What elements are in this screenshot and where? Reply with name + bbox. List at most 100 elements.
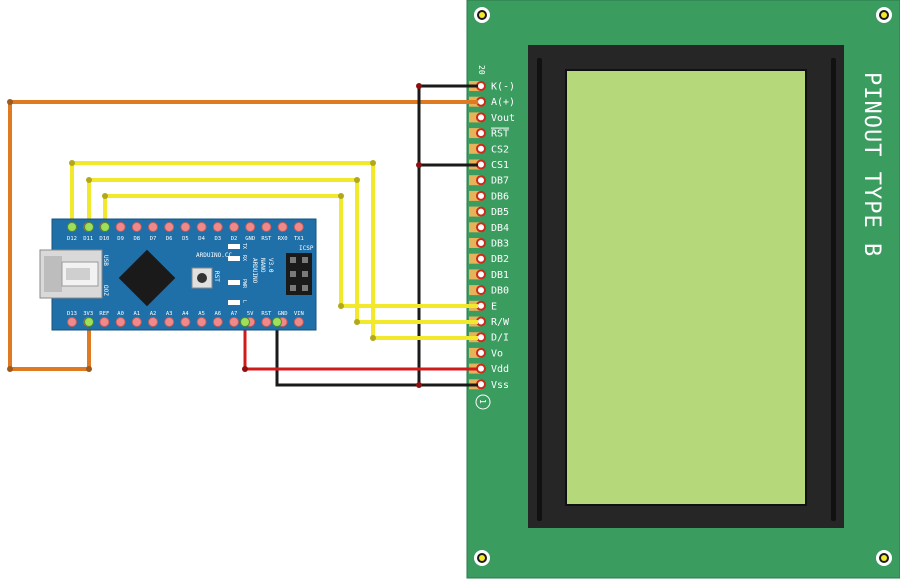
- arduino-pin: RST: [261, 222, 272, 242]
- lcd-screen: [565, 69, 807, 506]
- lcd-pin-hole: [476, 206, 486, 217]
- icsp-header: [286, 253, 312, 295]
- lcd-pin-label: D/I: [491, 333, 509, 344]
- lcd-pin: DB6: [469, 190, 509, 202]
- lcd-pin-label: R/W: [491, 317, 510, 328]
- arduino-pin-hole: [164, 317, 175, 327]
- arduino-pin: RX0: [277, 222, 288, 242]
- arduino-pin: D2: [229, 222, 239, 242]
- lcd-pin-label: CS1: [491, 160, 509, 171]
- lcd-pin-label: Vdd: [491, 364, 509, 375]
- arduino-pin: GND: [245, 222, 256, 242]
- lcd-pin-label: K(-): [491, 82, 515, 93]
- version-label: V3.0: [267, 258, 274, 273]
- lcd-pin-hole: [476, 332, 486, 343]
- model-label: ARDUINO: [251, 258, 258, 284]
- lcd-pin-pad: [469, 206, 481, 217]
- arduino-pin-hole: [148, 317, 158, 327]
- lcd-pin-pad: [469, 190, 481, 201]
- usb-label: USB: [102, 255, 109, 266]
- arduino-pin-label: D7: [150, 236, 157, 242]
- arduino-pin-hole: [229, 222, 239, 232]
- mounting-hole-icon: [876, 7, 892, 23]
- lcd-pin-label: Vout: [491, 113, 515, 124]
- lcd-pin-hole: [476, 238, 486, 248]
- arduino-pin: D3: [212, 222, 223, 242]
- lcd-pin-pad: [469, 269, 481, 280]
- lcd-pin-hole: [476, 269, 486, 280]
- mounting-hole-icon: [876, 550, 892, 566]
- arduino-pin-label: 3V3: [83, 311, 93, 317]
- arduino-pin-hole: [261, 222, 272, 232]
- lcd-pin: DB0: [469, 285, 509, 297]
- arduino-pin: A1: [131, 311, 142, 327]
- arduino-pin-hole: [196, 222, 207, 232]
- arduino-pin: D4: [196, 222, 207, 242]
- lcd-pin-label: DB0: [491, 286, 509, 297]
- lcd-pin: DB4: [469, 222, 509, 234]
- lcd-pin-pad: [469, 222, 481, 233]
- arduino-pin-label: D6: [166, 236, 173, 242]
- connected-pin-marker: [100, 222, 110, 232]
- lcd-pin-label: E: [491, 301, 497, 312]
- lcd-pin: CS2: [469, 143, 509, 155]
- name-label: NANO: [259, 258, 266, 273]
- arduino-pin: D9: [115, 222, 126, 242]
- arduino-pin-label: A3: [166, 311, 173, 317]
- lcd-pin-label: DB7: [491, 176, 509, 187]
- lcd-pin-hole: [476, 316, 486, 327]
- arduino-pin-hole: [180, 317, 191, 327]
- rst-label: RST: [213, 271, 220, 282]
- arduino-pin-hole: [261, 317, 272, 327]
- arduino-pin-hole: [245, 222, 256, 232]
- arduino-pin-hole: [180, 222, 191, 232]
- arduino-pin-hole: [293, 222, 304, 232]
- connected-pin-marker: [84, 317, 94, 327]
- status-leds: [228, 244, 240, 305]
- lcd-pin-pad: [469, 128, 481, 139]
- led-label-pwr: PWR: [241, 279, 247, 289]
- lcd-pin: Vo: [469, 347, 503, 359]
- lcd-pin-hole: [476, 112, 486, 123]
- arduino-pin: RST: [261, 311, 272, 327]
- lcd-pin-pad: [469, 175, 481, 186]
- arduino-pin-label: GND: [278, 311, 288, 317]
- arduino-pin-hole: [148, 222, 158, 232]
- connected-pin-marker: [240, 317, 250, 327]
- arduino-pin-label: A6: [214, 311, 221, 317]
- arduino-pin: A4: [180, 311, 191, 327]
- mounting-hole-icon: [474, 550, 490, 566]
- arduino-pin-hole: [196, 317, 207, 327]
- pin-1-marker: [475, 394, 491, 410]
- arduino-pin: REF: [99, 311, 110, 327]
- lcd-pin-hole: [476, 253, 486, 264]
- arduino-pin-label: D10: [99, 236, 109, 242]
- arduino-pin-label: RST: [261, 236, 272, 242]
- arduino-pin-hole: [115, 317, 126, 327]
- wires: [7, 83, 478, 388]
- lcd-pin: DB1: [469, 269, 509, 281]
- connected-pin-marker: [272, 317, 282, 327]
- arduino-pin-label: 5V: [247, 311, 254, 317]
- arduino-pin: TX1: [293, 222, 304, 242]
- arduino-pin-label: GND: [245, 236, 255, 242]
- lcd-pin-hole: [476, 379, 486, 390]
- lcd-pin-pad: [469, 143, 481, 154]
- lcd-pin-hole: [476, 363, 486, 374]
- arduino-pin-label: RX0: [278, 236, 288, 242]
- lcd-pin-hole: [476, 300, 486, 311]
- arduino-pin: A0: [115, 311, 126, 327]
- arduino-pin-label: A2: [150, 311, 157, 317]
- lcd-title: PINOUT TYPE B: [859, 72, 884, 257]
- lcd-pin: RST: [469, 128, 509, 140]
- lcd-pin: Vout: [469, 112, 515, 124]
- lcd-pin-label: Vss: [491, 380, 509, 391]
- arduino-pin: D13: [67, 311, 77, 327]
- arduino-nano: USB ΩOZ RST ARDUINO.CC TX RX PWR L ARDUI…: [39, 218, 317, 331]
- arduino-pin-label: D4: [198, 236, 205, 242]
- lcd-pin: DB5: [469, 206, 509, 218]
- lcd-pin-pad: [469, 238, 481, 248]
- lcd-pin-label: DB4: [491, 223, 509, 234]
- arduino-pin-hole: [293, 317, 304, 327]
